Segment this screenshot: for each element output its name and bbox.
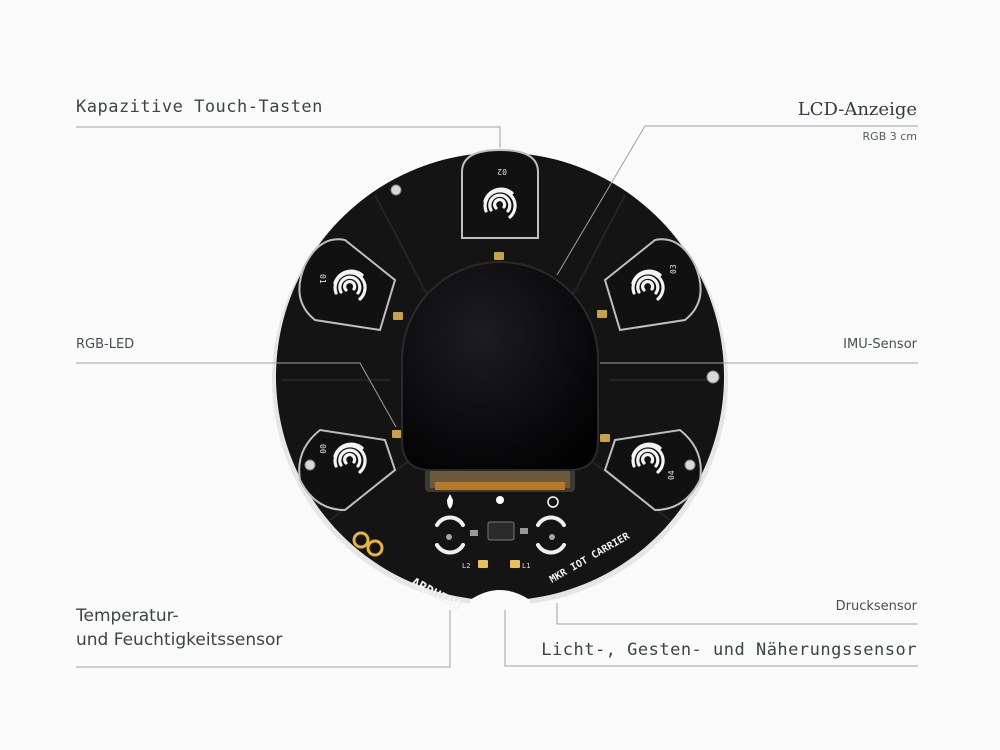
sensor-area: L2 L1 [435,494,566,570]
light-bulb-icon [496,496,504,504]
pad-number: 02 [497,167,507,176]
touch-pad-lower-right [603,428,702,512]
leader-line-pressure [556,603,918,625]
leader-line-light [504,610,918,667]
lcd-sub-label: RGB 3 cm [862,130,917,143]
leader-line-lcd [556,125,918,276]
pad-number: 03 [669,264,678,274]
imu-sensor-label: IMU-Sensor [843,337,917,352]
mounting-holes [304,184,720,471]
touch-pad-upper-left [298,238,397,332]
leader-line-touch [76,126,501,148]
temp-label-line-2: und Feuchtigkeitssensor [76,630,283,650]
touch-pad-lower-left [298,428,397,512]
lcd-display [401,261,599,492]
leader-line-temp [76,610,451,668]
bottom-notch [470,590,530,612]
rgb-leds [392,252,610,442]
pad-number: 01 [318,274,327,284]
pressure-sensor-label: Drucksensor [835,599,917,614]
gesture-sensor-chip [487,521,515,541]
led-mark: L1 [522,562,530,570]
pad-number: 00 [318,444,327,454]
arduino-logo-icon [352,531,384,557]
water-drop-icon [447,494,453,509]
temp-humidity-label: Temperatur- und Feuchtigkeitssensor [76,604,282,652]
leader-lines [76,125,918,668]
rgb-led-label: RGB-LED [76,337,135,352]
light-gesture-label: Licht-, Gesten- und Näherungssensor [541,640,917,660]
leader-line-rgb-led [76,362,397,428]
pad-number: 04 [667,470,676,480]
led-mark: L2 [462,562,470,570]
sensor-icons [447,494,559,509]
touch-buttons-label: Kapazitive Touch-Tasten [76,97,323,117]
lcd-label: LCD-Anzeige [797,99,917,120]
temp-label-line-1: Temperatur- [76,606,179,626]
gauge-icon [547,496,559,508]
